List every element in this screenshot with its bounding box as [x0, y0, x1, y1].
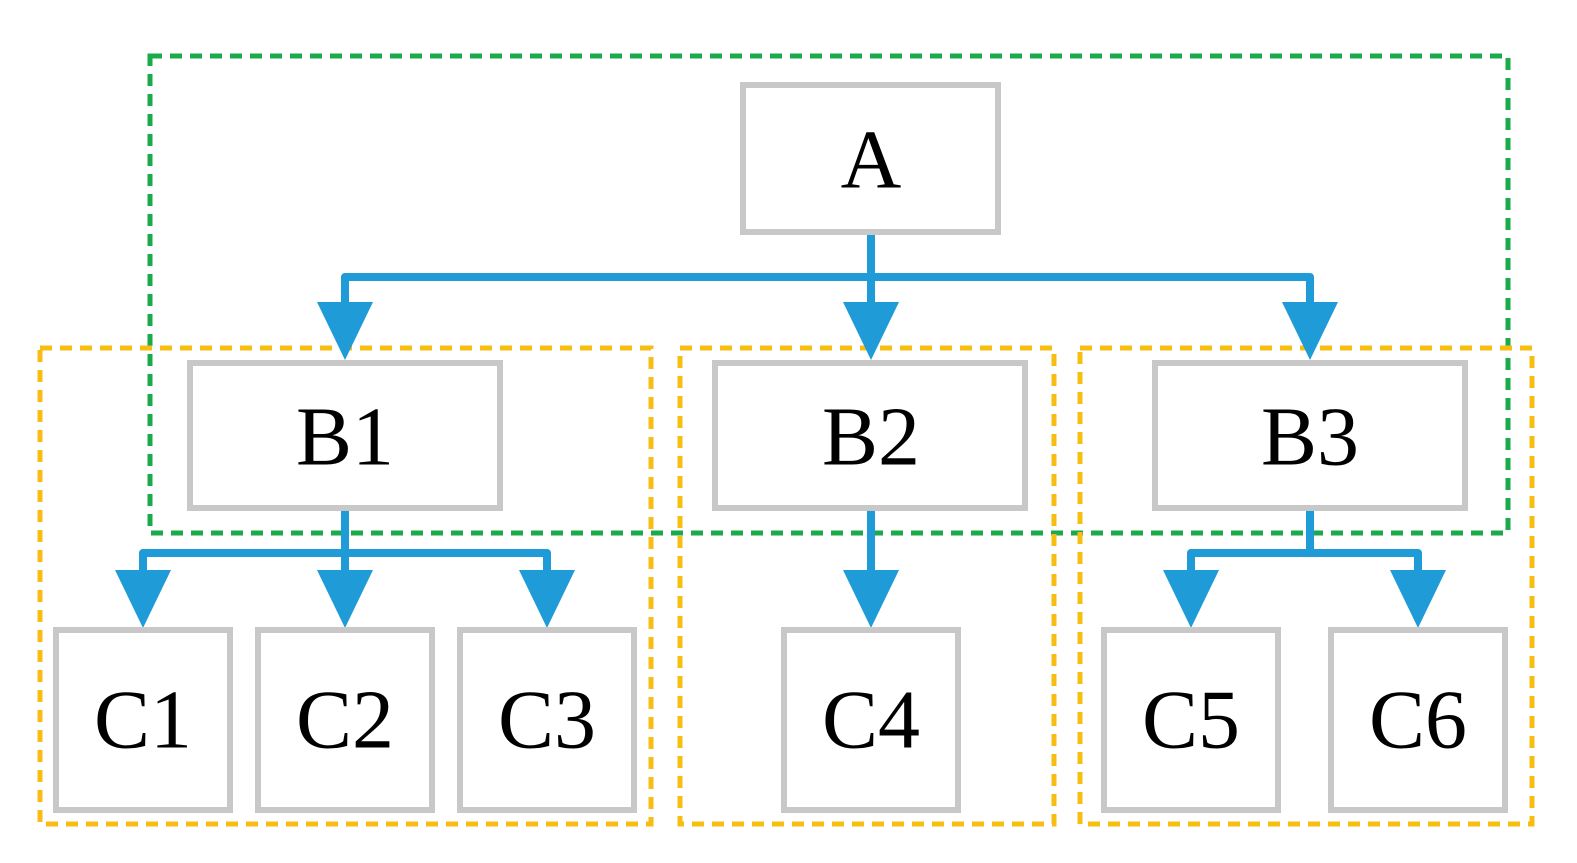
node-b2-box [712, 360, 1028, 511]
green-group-outline [147, 53, 1511, 536]
node-c4-label: C4 [822, 674, 920, 767]
node-c6-label: C6 [1369, 674, 1467, 767]
node-b2-label: B2 [822, 391, 920, 484]
arrowhead-to-b3 [1282, 302, 1338, 360]
arrowhead-to-c6 [1390, 570, 1446, 628]
node-a-box [740, 82, 1001, 235]
node-b1-box [187, 360, 503, 511]
node-b3-box [1152, 360, 1468, 511]
arrowhead-to-c3 [519, 570, 575, 628]
arrowhead-to-c2 [317, 570, 373, 628]
arrowhead-to-b1 [317, 302, 373, 360]
arrowhead-to-b2 [843, 302, 899, 360]
node-c5-label: C5 [1142, 674, 1240, 767]
arrowhead-to-c5 [1163, 570, 1219, 628]
node-c6-box [1328, 627, 1508, 813]
connectors [139, 228, 1422, 582]
node-c3-box [457, 627, 637, 813]
node-a-label: A [841, 114, 902, 207]
node-c1-box [53, 627, 233, 813]
node-c4-box [781, 627, 961, 813]
node-c5-box [1101, 627, 1281, 813]
connector-b1-bus [139, 549, 551, 582]
node-b3-label: B3 [1261, 391, 1359, 484]
connector-b3-bus [1187, 549, 1422, 582]
arrowhead-to-c4 [843, 570, 899, 628]
node-c2-box [255, 627, 435, 813]
node-boxes [53, 82, 1508, 813]
arrowheads [115, 302, 1446, 628]
node-b1-label: B1 [296, 391, 394, 484]
arrowhead-to-c1 [115, 570, 171, 628]
node-c2-label: C2 [296, 674, 394, 767]
node-c3-label: C3 [498, 674, 596, 767]
node-labels: A B1 B2 B3 C1 C2 C3 C4 C5 C6 [94, 114, 1467, 767]
connector-a-bus [341, 273, 1314, 316]
node-c1-label: C1 [94, 674, 192, 767]
